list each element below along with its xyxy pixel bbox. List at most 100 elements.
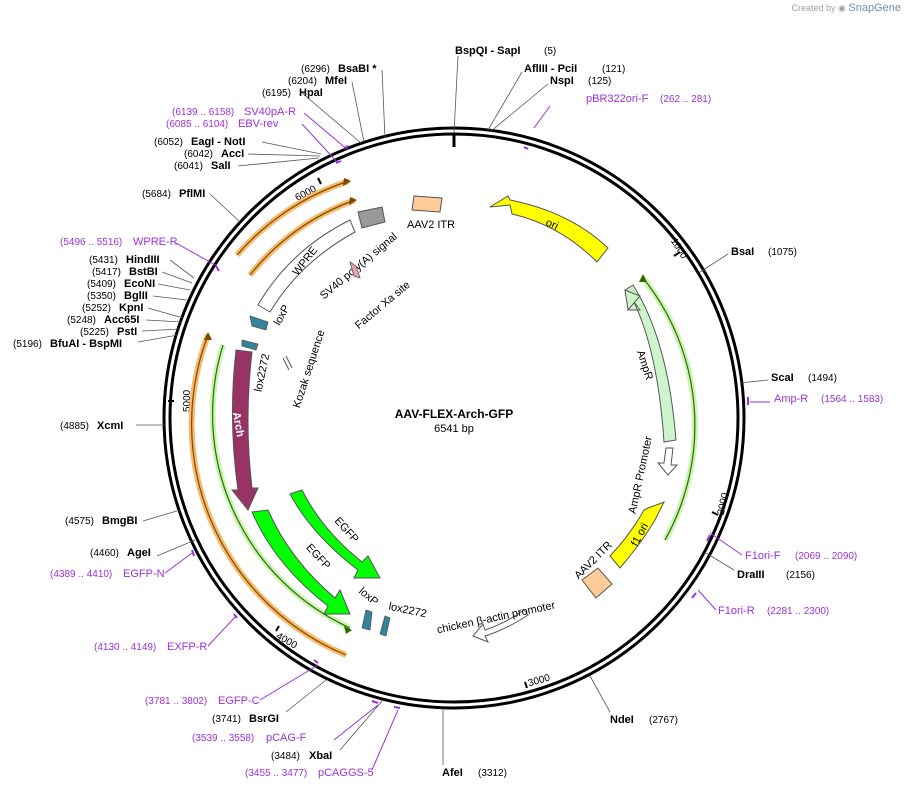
primer-f1ori-f[interactable]: F1ori-F — [745, 550, 781, 562]
enzyme-acci[interactable]: AccI — [221, 148, 244, 160]
enzyme-econi[interactable]: EcoNI — [124, 278, 155, 290]
feature-factor-xa-label: Factor Xa site — [353, 279, 413, 332]
enzyme-bstbi-pos: (5417) — [92, 267, 121, 278]
plasmid-name: AAV-FLEX-Arch-GFP — [395, 407, 513, 421]
enzyme-xcmi-pos: (4885) — [60, 421, 89, 432]
feature-aav2-itr-top[interactable] — [411, 195, 443, 213]
enzyme-afei[interactable]: AfeI — [442, 767, 463, 779]
enzyme-hindiii-pos: (5431) — [89, 255, 118, 266]
enzyme-draiii-pos: (2156) — [786, 570, 815, 581]
enzyme-bsai-pos: (1075) — [768, 247, 797, 258]
primer-f1ori-f-range: (2069 .. 2090) — [795, 551, 857, 562]
enzyme-bsabi[interactable]: BsaBI * — [338, 63, 377, 75]
enzyme-bsrgi[interactable]: BsrGI — [249, 713, 279, 725]
enzyme-econi-pos: (5409) — [87, 279, 116, 290]
enzyme-psti-pos: (5225) — [80, 327, 109, 338]
enzyme-bspqi-sapi[interactable]: BspQI - SapI — [455, 45, 520, 57]
primer-leader-exfp-r — [207, 615, 237, 647]
enzyme-ndei-pos: (2767) — [649, 715, 678, 726]
enzyme-psti[interactable]: PstI — [117, 326, 137, 338]
primer-pcag-f-range: (3539 .. 3558) — [192, 733, 254, 744]
enzyme-kpni[interactable]: KpnI — [119, 302, 143, 314]
feature-ori-arrow[interactable] — [489, 195, 609, 263]
primer-wpre-r-range: (5496 .. 5516) — [60, 237, 122, 248]
enzyme-scai[interactable]: ScaI — [771, 372, 794, 384]
enzyme-mfei[interactable]: MfeI — [325, 75, 347, 87]
feature-loxp-top[interactable] — [249, 315, 269, 331]
enzyme-bfuai-bspmi[interactable]: BfuAI - BspMI — [50, 338, 122, 350]
enzyme-bsabi-pos: (6296) — [301, 64, 330, 75]
feature-ampr-arrow[interactable] — [624, 284, 677, 443]
primer-pcaggs-5[interactable]: pCAGGS-5 — [318, 767, 374, 779]
enzyme-bstbi[interactable]: BstBI — [129, 266, 158, 278]
primer-f1ori-r[interactable]: F1ori-R — [718, 605, 755, 617]
feature-loxp-bottom-label: loxP — [356, 585, 380, 608]
feature-loxp-bottom[interactable] — [361, 609, 373, 631]
enzyme-hpai-pos: (6195) — [262, 88, 291, 99]
enzyme-scai-pos: (1494) — [808, 373, 837, 384]
enzyme-hpai[interactable]: HpaI — [299, 87, 323, 99]
primer-egfp-c[interactable]: EGFP-C — [218, 695, 260, 707]
feature-kozak-label: Kozak sequence — [291, 329, 328, 410]
primer-ebv-rev[interactable]: EBV-rev — [238, 118, 279, 130]
feature-kozak-mark[interactable] — [282, 357, 290, 371]
primer-amp-r-range: (1564 .. 1583) — [821, 394, 883, 405]
enzyme-agei-pos: (4460) — [90, 548, 119, 559]
feature-loxp-top-label: loxP — [272, 303, 293, 328]
enzyme-bmgbi[interactable]: BmgBI — [102, 515, 137, 527]
enzyme-sali[interactable]: SalI — [211, 160, 231, 172]
primer-egfp-n[interactable]: EGFP-N — [123, 568, 165, 580]
feature-lox2272-top-label: lox2272 — [253, 353, 273, 393]
enzyme-draiii[interactable]: DraIII — [737, 569, 765, 581]
primer-pbr322ori-f-range: (262 .. 281) — [660, 94, 711, 105]
feature-aav2-itr-right[interactable] — [581, 567, 613, 599]
primer-leader-sv40pa-r — [303, 112, 349, 151]
enzyme-leader-lines — [136, 55, 769, 765]
orange-bar-top-2-core — [249, 199, 356, 276]
feature-chicken-promoter-arrow[interactable] — [472, 609, 529, 643]
enzyme-xbai[interactable]: XbaI — [309, 750, 332, 762]
snapgene-logo-icon: ◉ — [838, 3, 846, 13]
primer-sv40pa-r[interactable]: SV40pA-R — [244, 106, 296, 118]
enzyme-ndei[interactable]: NdeI — [610, 714, 634, 726]
feature-egfp-arrow-2[interactable] — [251, 509, 351, 615]
feature-factor-xa-mark[interactable] — [349, 261, 361, 279]
primer-wpre-r[interactable]: WPRE-R — [133, 236, 178, 248]
feature-arch-arrow[interactable] — [230, 349, 259, 511]
primer-exfp-r[interactable]: EXFP-R — [167, 641, 207, 653]
primer-leader-pcag-f — [333, 704, 379, 741]
feature-sv40-box[interactable] — [357, 206, 386, 229]
enzyme-xcmi[interactable]: XcmI — [97, 420, 123, 432]
plasmid-length: 6541 bp — [434, 423, 474, 435]
feature-lox2272-top[interactable] — [241, 339, 259, 351]
feature-lox2272-bottom[interactable] — [379, 615, 391, 637]
primer-pcag-f[interactable]: pCAG-F — [266, 732, 307, 744]
feature-ori-label: ori — [544, 217, 560, 233]
feature-f1-ori-arrow[interactable] — [609, 501, 666, 569]
enzyme-kpni-pos: (5252) — [82, 303, 111, 314]
orange-bar-left-core — [191, 334, 347, 656]
feature-wpre-arrow[interactable] — [257, 219, 356, 313]
primer-leader-egfp-c — [259, 664, 319, 701]
enzyme-nspi[interactable]: NspI — [550, 75, 574, 87]
enzyme-afliii-pcii[interactable]: AflIII - PciI — [524, 63, 577, 75]
enzyme-bglii[interactable]: BglII — [124, 290, 148, 302]
primer-leader-pbr322ori-f — [533, 105, 551, 129]
primer-amp-r[interactable]: Amp-R — [774, 393, 808, 405]
primer-ebv-rev-range: (6085 .. 6104) — [166, 119, 228, 130]
feature-ampr-promoter-arrow[interactable] — [656, 447, 679, 476]
feature-egfp-arrow-1[interactable] — [289, 489, 381, 579]
svg-text:ori: ori — [544, 217, 560, 233]
enzyme-agei[interactable]: AgeI — [127, 547, 151, 559]
enzyme-hindiii[interactable]: HindIII — [126, 254, 160, 266]
primer-leader-ebv-rev — [301, 123, 339, 164]
enzyme-afliii-pos: (121) — [602, 64, 625, 75]
enzyme-pflmi-pos: (5684) — [142, 189, 171, 200]
enzyme-bsai[interactable]: BsaI — [731, 246, 754, 258]
enzyme-eagi-noti[interactable]: EagI - NotI — [191, 136, 245, 148]
primer-pbr322ori-f[interactable]: pBR322ori-F — [586, 93, 649, 105]
primer-leader-f1ori-r — [697, 589, 717, 611]
enzyme-acc65i[interactable]: Acc65I — [104, 314, 139, 326]
enzyme-pflmi[interactable]: PflMI — [179, 188, 205, 200]
